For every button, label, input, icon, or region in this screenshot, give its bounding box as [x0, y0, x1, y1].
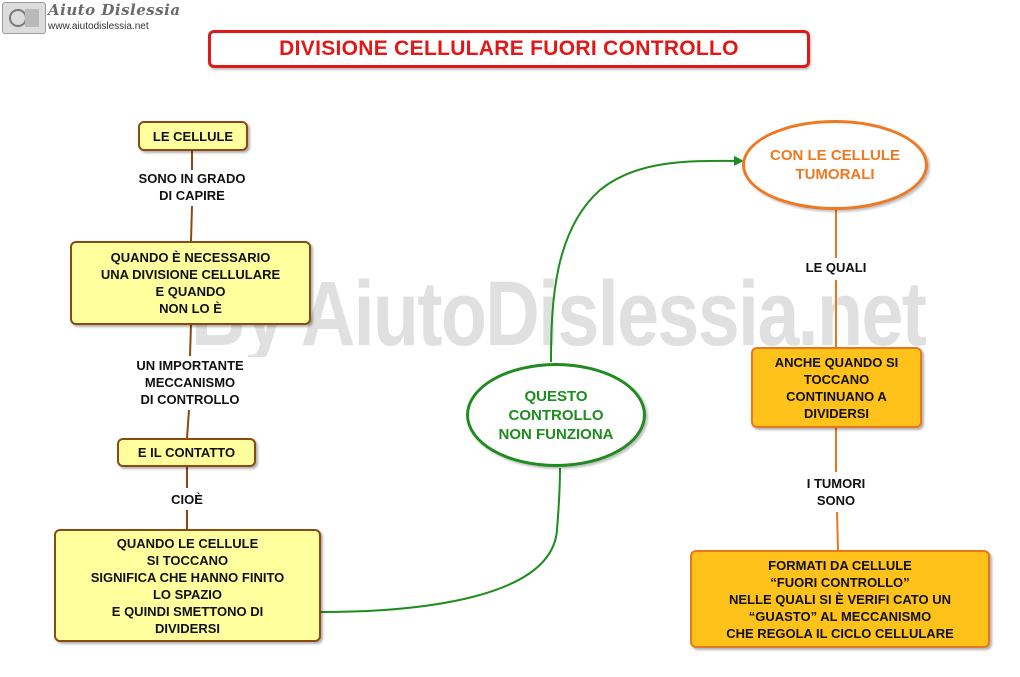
site-logo[interactable]: Aiuto Dislessia www.aiutodislessia.net	[2, 0, 180, 36]
node-quando-si-toccano: QUANDO LE CELLULE SI TOCCANO SIGNIFICA C…	[54, 529, 321, 642]
link-i-tumori-sono: I TUMORI SONO	[776, 475, 896, 509]
connector-right-4	[836, 511, 839, 551]
logo-name: Aiuto Dislessia	[48, 1, 181, 19]
node-formati-da-cellule: FORMATI DA CELLULE “FUORI CONTROLLO” NEL…	[690, 550, 990, 648]
logo-url: www.aiutodislessia.net	[48, 21, 149, 32]
link-meccanismo-controllo: UN IMPORTANTE MECCANISMO DI CONTROLLO	[100, 357, 280, 408]
node-quando-necessario: QUANDO È NECESSARIO UNA DIVISIONE CELLUL…	[70, 241, 311, 325]
link-le-quali: LE QUALI	[776, 259, 896, 276]
connector-green-bottom	[320, 467, 561, 613]
node-continuano-a-dividersi: ANCHE QUANDO SI TOCCANO CONTINUANO A DIV…	[751, 347, 922, 428]
node-il-contatto: E IL CONTATTO	[117, 438, 256, 467]
link-cioe: CIOÈ	[150, 491, 224, 508]
node-controllo-non-funziona: QUESTO CONTROLLO NON FUNZIONA	[466, 363, 646, 467]
page-title: DIVISIONE CELLULARE FUORI CONTROLLO	[279, 37, 739, 60]
title-box: DIVISIONE CELLULARE FUORI CONTROLLO	[208, 30, 810, 68]
logo-icon	[2, 2, 46, 34]
node-le-cellule: LE CELLULE	[138, 121, 248, 151]
link-sono-in-grado: SONO IN GRADO DI CAPIRE	[112, 170, 272, 204]
connector-green-top	[550, 155, 744, 363]
connector-left-3	[189, 323, 192, 357]
connector-left-4	[186, 409, 190, 439]
connector-left-2	[190, 205, 193, 242]
node-cellule-tumorali: CON LE CELLULE TUMORALI	[742, 120, 928, 210]
